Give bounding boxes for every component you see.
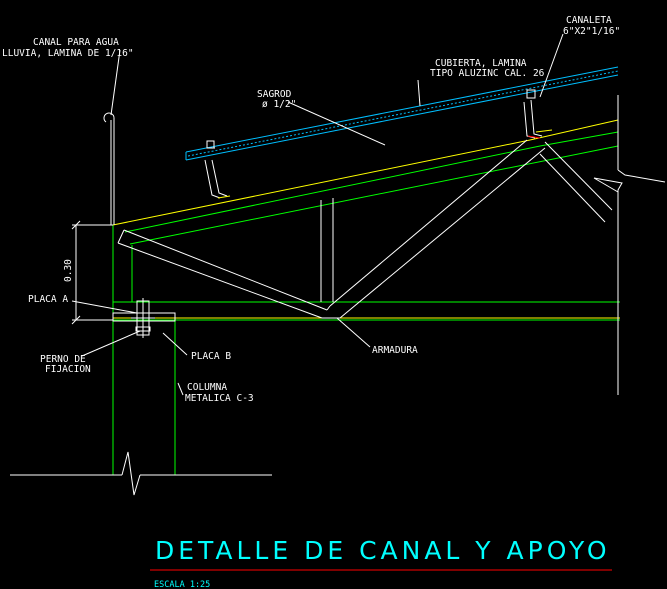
label-columna-2: METALICA C-3 [185, 393, 254, 404]
label-placa-a: PLACA A [28, 294, 68, 305]
label-columna-1: COLUMNA [187, 382, 227, 393]
label-sagrod-1: SAGROD [257, 89, 292, 100]
truss [112, 119, 620, 321]
label-canal-1: CANAL PARA AGUA [33, 37, 119, 48]
purlin-clip-right [523, 89, 553, 139]
labels: CANAL PARA AGUA LLUVIA, LAMINA DE 1/16" … [2, 15, 620, 404]
label-sagrod-2: ø 1/2" [262, 99, 296, 110]
label-canaleta-2: 6"X2"1/16" [563, 26, 620, 37]
label-placa-b: PLACA B [191, 351, 231, 362]
dimension [71, 220, 113, 325]
canal-hook [103, 112, 115, 225]
label-cubierta-1: CUBIERTA, LAMINA [435, 58, 527, 69]
label-perno-2: FIJACION [45, 364, 91, 375]
label-cubierta-2: TIPO ALUZINC CAL. 26 [430, 68, 545, 79]
label-canaleta-1: CANALETA [566, 15, 612, 26]
label-perno-1: PERNO DE [40, 354, 86, 365]
base-plate [112, 298, 176, 338]
purlin-clip-left [204, 140, 231, 199]
column [112, 225, 176, 475]
drawing-title: DETALLE DE CANAL Y APOYO [155, 536, 611, 565]
wall [593, 95, 666, 395]
label-canal-2: LLUVIA, LAMINA DE 1/16" [2, 48, 134, 59]
leaders [71, 33, 564, 396]
label-dimension: 0.30 [63, 259, 74, 282]
break-line [10, 451, 272, 496]
drawing-scale: ESCALA 1:25 [154, 580, 210, 589]
label-armadura: ARMADURA [372, 345, 418, 356]
roof-sheet [185, 66, 619, 161]
